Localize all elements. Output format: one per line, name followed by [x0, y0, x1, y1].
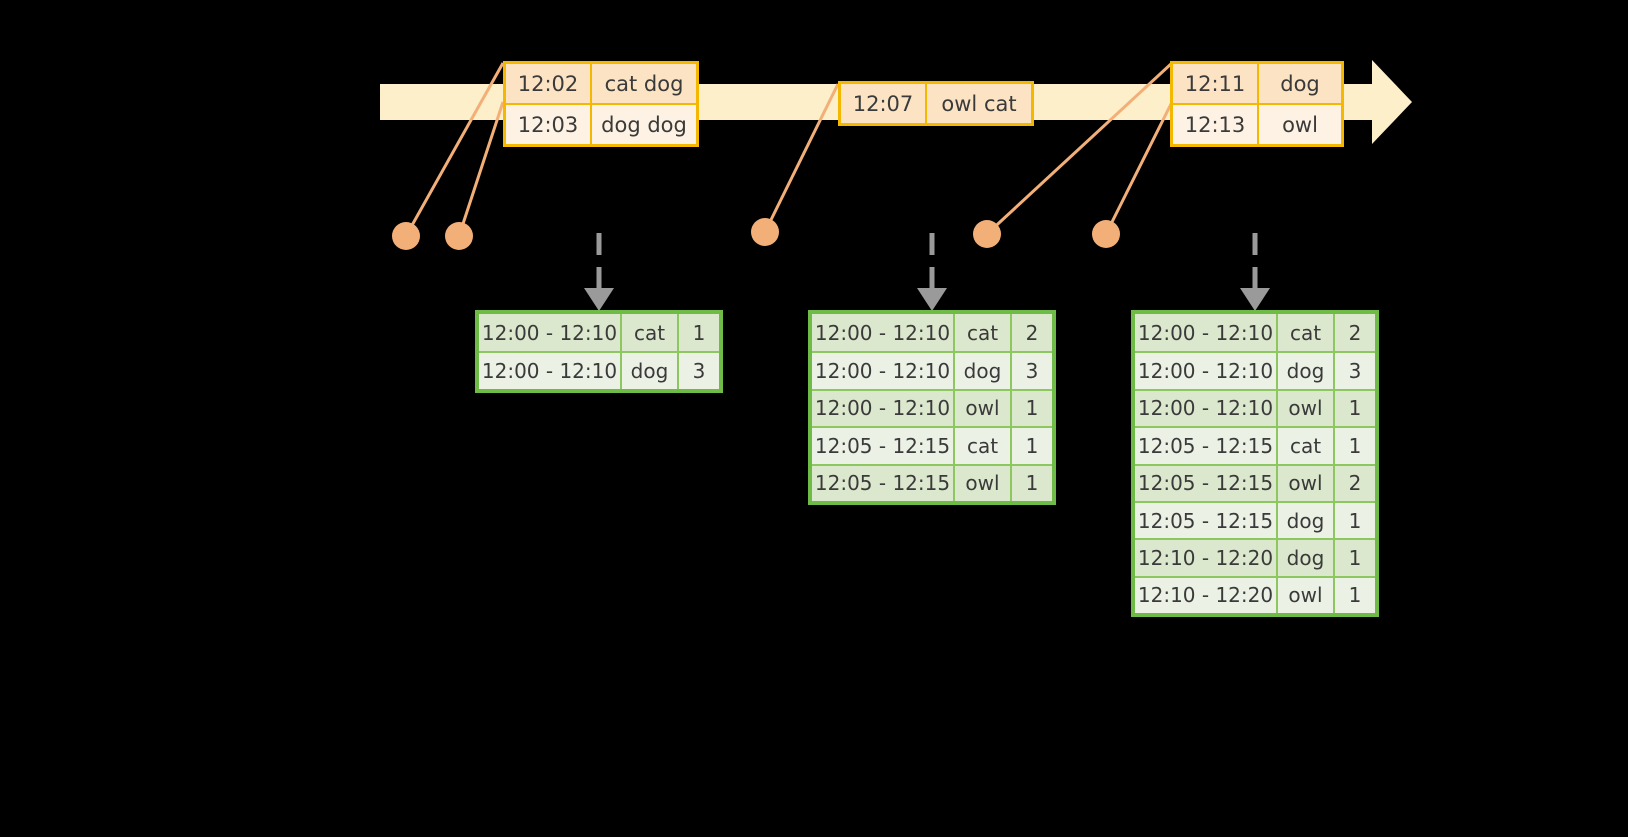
key-cell: owl — [1278, 465, 1335, 501]
window-cell: 12:10 - 12:20 — [1135, 577, 1278, 614]
stream-marker-3 — [751, 218, 779, 246]
count-cell: 2 — [1335, 314, 1375, 352]
key-cell: owl — [1278, 390, 1335, 427]
window-cell: 12:05 - 12:15 — [1135, 465, 1278, 501]
key-cell: cat — [622, 314, 679, 352]
events-group-2[interactable]: 12:07 owl cat — [838, 81, 1034, 126]
stream-marker-5 — [1092, 220, 1120, 248]
window-cell: 12:00 - 12:10 — [1135, 314, 1278, 352]
emit-arrows — [596, 233, 1258, 292]
event-payload: cat dog — [592, 64, 696, 103]
emit-arrow-2-head — [917, 288, 947, 311]
key-cell: cat — [955, 314, 1012, 352]
event-time: 12:03 — [506, 105, 592, 144]
count-cell: 1 — [1335, 390, 1375, 427]
stream-markers — [392, 218, 1120, 250]
connector-5 — [1104, 101, 1174, 235]
key-cell: owl — [955, 465, 1012, 501]
key-cell: dog — [1278, 540, 1335, 576]
key-cell: owl — [1278, 577, 1335, 614]
count-cell: 2 — [1012, 314, 1052, 352]
emit-arrow-1-head — [584, 288, 614, 311]
count-cell: 1 — [679, 314, 719, 352]
connector-2 — [457, 101, 505, 237]
count-cell: 1 — [1335, 502, 1375, 539]
count-cell: 3 — [679, 353, 719, 389]
key-cell: cat — [1278, 314, 1335, 352]
connector-3 — [763, 83, 840, 233]
window-cell: 12:00 - 12:10 — [479, 353, 622, 389]
count-cell: 1 — [1012, 465, 1052, 501]
stream-marker-4 — [973, 220, 1001, 248]
count-cell: 1 — [1012, 390, 1052, 427]
event-time: 12:11 — [1173, 64, 1259, 103]
stream-marker-2 — [445, 222, 473, 250]
emit-arrow-heads — [584, 288, 1270, 311]
event-row[interactable]: 12:11 dog — [1173, 64, 1341, 103]
window-cell: 12:05 - 12:15 — [812, 465, 955, 501]
key-cell: dog — [1278, 353, 1335, 389]
event-payload: owl cat — [927, 84, 1031, 123]
count-cell: 2 — [1335, 465, 1375, 501]
count-cell: 1 — [1012, 428, 1052, 464]
connector-1 — [404, 62, 505, 237]
stream-marker-1 — [392, 222, 420, 250]
event-row[interactable]: 12:13 owl — [1173, 103, 1341, 144]
event-payload: owl — [1259, 105, 1341, 144]
event-row[interactable]: 12:03 dog dog — [506, 103, 696, 144]
key-cell: cat — [955, 428, 1012, 464]
event-time: 12:02 — [506, 64, 592, 103]
key-cell: cat — [1278, 428, 1335, 464]
count-cell: 3 — [1012, 353, 1052, 389]
event-payload: dog — [1259, 64, 1341, 103]
count-cell: 1 — [1335, 577, 1375, 614]
window-cell: 12:10 - 12:20 — [1135, 540, 1278, 576]
window-cell: 12:05 - 12:15 — [1135, 502, 1278, 539]
window-cell: 12:00 - 12:10 — [479, 314, 622, 352]
count-cell: 3 — [1335, 353, 1375, 389]
window-cell: 12:00 - 12:10 — [1135, 390, 1278, 427]
key-cell: owl — [955, 390, 1012, 427]
key-cell: dog — [622, 353, 679, 389]
key-cell: dog — [1278, 502, 1335, 539]
window-cell: 12:05 - 12:15 — [812, 428, 955, 464]
window-cell: 12:00 - 12:10 — [812, 314, 955, 352]
window-cell: 12:00 - 12:10 — [1135, 353, 1278, 389]
event-time: 12:13 — [1173, 105, 1259, 144]
key-cell: dog — [955, 353, 1012, 389]
event-payload: dog dog — [592, 105, 696, 144]
window-cell: 12:05 - 12:15 — [1135, 428, 1278, 464]
emit-arrow-3-head — [1240, 288, 1270, 311]
count-cell: 1 — [1335, 540, 1375, 576]
event-row[interactable]: 12:02 cat dog — [506, 64, 696, 103]
window-cell: 12:00 - 12:10 — [812, 353, 955, 389]
count-cell: 1 — [1335, 428, 1375, 464]
events-group-3[interactable]: 12:11 dog 12:13 owl — [1170, 61, 1344, 147]
event-row[interactable]: 12:07 owl cat — [841, 84, 1031, 123]
window-cell: 12:00 - 12:10 — [812, 390, 955, 427]
events-group-1[interactable]: 12:02 cat dog 12:03 dog dog — [503, 61, 699, 147]
event-time: 12:07 — [841, 84, 927, 123]
